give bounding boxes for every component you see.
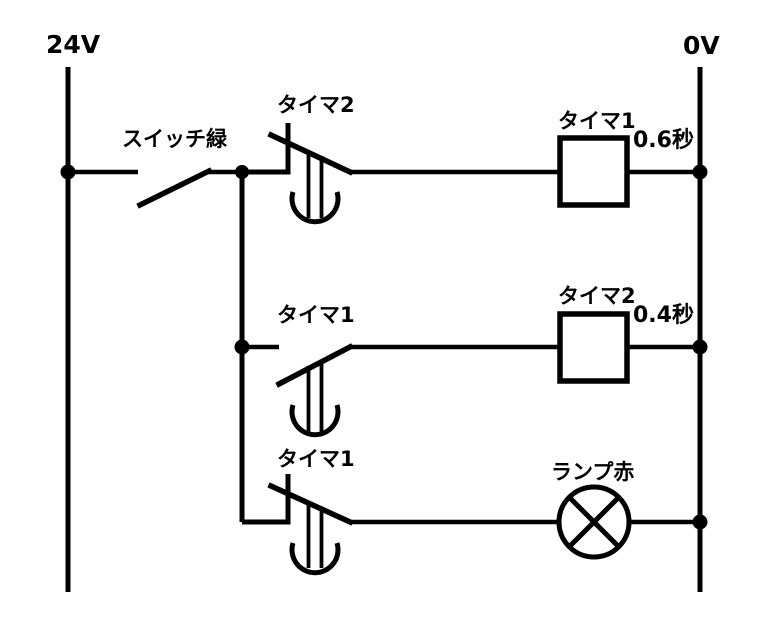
timer1-nc-delay-contact-icon: タイマ1 (242, 447, 355, 576)
right-rail-voltage-label: 0V (683, 31, 720, 60)
timer1-delay-value: 0.6秒 (633, 128, 694, 153)
timer2-coil-icon: タイマ2 0.4秒 (557, 284, 694, 384)
lamp-cross-line (567, 495, 621, 549)
contact-blade (267, 131, 354, 176)
timer2-delay-value: 0.4秒 (633, 303, 694, 328)
contact-blade (267, 482, 354, 526)
timer1-contact-label: タイマ1 (277, 447, 355, 471)
contact-blade (275, 343, 354, 388)
rung-3: タイマ1 ランプ赤 (242, 447, 708, 576)
delay-symbol-cup-arc (289, 542, 341, 576)
contact-fixed-terminal (242, 123, 291, 175)
timer1-no-delay-contact-icon: タイマ1 (275, 303, 355, 438)
switch-green-label: スイッチ緑 (122, 127, 228, 151)
junction-dot-right-rail (692, 514, 708, 530)
timer1-coil-icon: タイマ1 0.6秒 (557, 109, 694, 208)
switch-blade (136, 167, 213, 209)
timer2-coil-label: タイマ2 (558, 284, 636, 308)
coil-box (557, 135, 630, 208)
delay-symbol-cup-arc (289, 191, 341, 225)
left-rail-voltage-label: 24V (46, 30, 101, 59)
junction-dot-right-rail (692, 339, 708, 355)
rung-1: スイッチ緑 タイマ2 タイマ1 0.6秒 (60, 93, 708, 225)
rung-2: タイマ1 タイマ2 0.4秒 (234, 284, 708, 438)
timer1-coil-label: タイマ1 (558, 109, 636, 133)
junction-dot-right-rail (692, 164, 708, 180)
lamp-red-label: ランプ赤 (551, 460, 634, 484)
timer2-nc-delay-contact-icon: タイマ2 (242, 93, 355, 225)
delay-symbol-cup-arc (289, 404, 341, 438)
lamp-red-icon: ランプ赤 (551, 460, 634, 560)
timer1-contact-label: タイマ1 (277, 303, 355, 327)
timer2-contact-label: タイマ2 (277, 93, 355, 117)
switch-green-contact: スイッチ緑 (122, 127, 242, 209)
coil-box (557, 311, 630, 384)
contact-fixed-terminal (242, 474, 291, 525)
